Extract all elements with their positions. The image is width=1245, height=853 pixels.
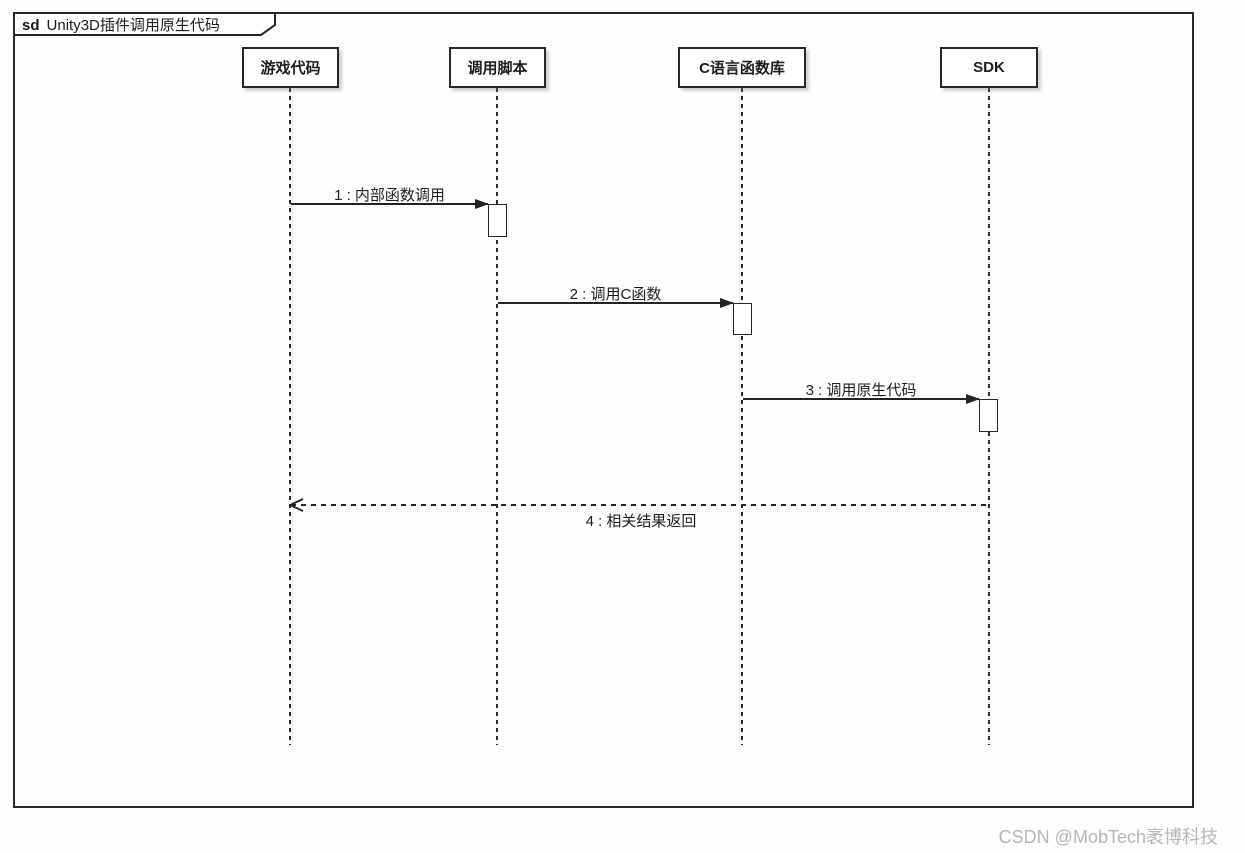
message-4-line <box>289 498 991 512</box>
lifeline-call-script <box>496 88 498 745</box>
participant-c-library: C语言函数库 <box>678 47 806 88</box>
watermark: CSDN @MobTech袤博科技 <box>998 827 1218 847</box>
message-3: 3 : 调用原生代码 <box>743 379 980 404</box>
open-arrowhead-icon <box>289 498 304 512</box>
activation-c-library <box>733 303 752 335</box>
frame-title: sd Unity3D插件调用原生代码 <box>22 14 220 35</box>
message-1: 1 : 内部函数调用 <box>291 184 489 209</box>
message-3-label: 3 : 调用原生代码 <box>805 382 917 399</box>
participant-sdk: SDK <box>940 47 1038 88</box>
activation-call-script <box>488 204 507 237</box>
lifeline-c-library <box>741 88 743 745</box>
diagram-frame <box>13 12 1194 808</box>
frame-label: sd Unity3D插件调用原生代码 <box>13 12 277 36</box>
arrowhead-icon <box>966 394 980 404</box>
frame-title-text: Unity3D插件调用原生代码 <box>46 17 220 34</box>
participant-game-code: 游戏代码 <box>242 47 339 88</box>
message-3-line <box>743 394 980 404</box>
participant-call-script: 调用脚本 <box>449 47 546 88</box>
arrowhead-icon <box>475 199 489 209</box>
message-2: 2 : 调用C函数 <box>498 283 734 308</box>
message-4: 4 : 相关结果返回 <box>289 498 991 530</box>
message-4-label: 4 : 相关结果返回 <box>585 513 697 530</box>
frame-label-pentagon <box>13 12 276 36</box>
message-1-line <box>291 199 489 209</box>
frame-keyword: sd <box>22 17 40 34</box>
arrowhead-icon <box>720 298 734 308</box>
message-1-label: 1 : 内部函数调用 <box>334 187 445 204</box>
activation-sdk <box>979 399 998 432</box>
message-2-label: 2 : 调用C函数 <box>569 286 662 303</box>
message-2-line <box>498 298 734 308</box>
lifeline-game-code <box>289 88 291 745</box>
